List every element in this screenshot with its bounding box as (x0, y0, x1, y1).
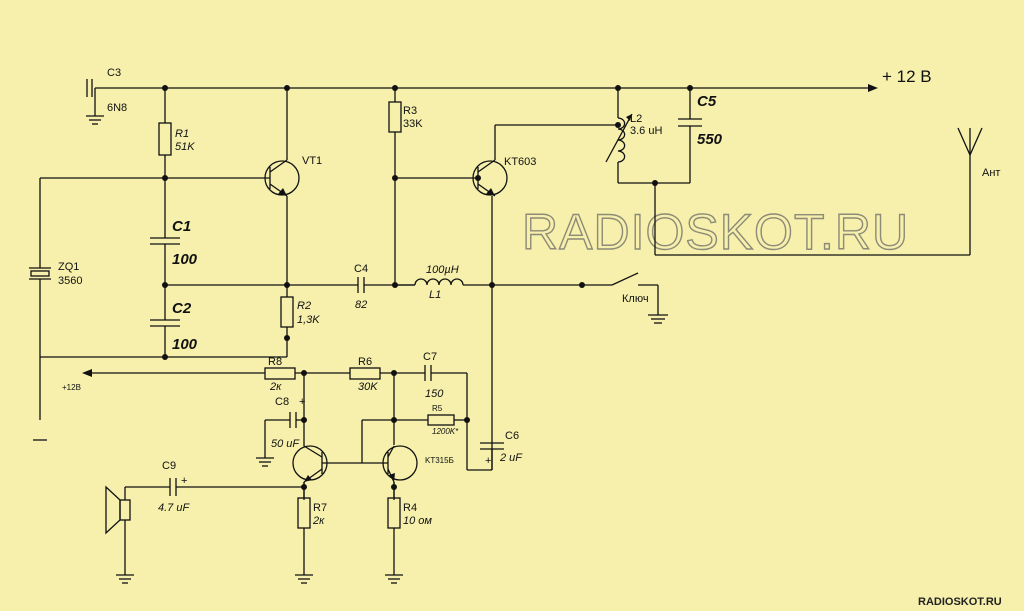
r6-value: 30K (358, 381, 378, 393)
l2-label: L2 (630, 113, 642, 125)
c3-value: 6N8 (107, 102, 127, 114)
kt603-label: KT603 (504, 156, 536, 168)
r8-label: R8 (268, 356, 282, 368)
r2-label: R2 (297, 300, 311, 312)
c1-label: C1 (172, 218, 191, 235)
resistor-r8 (264, 367, 350, 380)
supply-rail (95, 84, 878, 92)
supply-12b-line (82, 369, 265, 377)
zq1-value: 3560 (58, 275, 82, 287)
r1-value: 51K (175, 141, 195, 153)
r5-label: R5 (432, 404, 443, 413)
resistor-r3 (388, 88, 402, 285)
transistor-kt315 (362, 445, 418, 500)
capacitor-c3 (86, 79, 104, 125)
capacitor-c5 (678, 88, 702, 183)
transistor-modulator-left (292, 419, 394, 500)
c3-label: C3 (107, 67, 121, 79)
vt1-label: VT1 (302, 155, 322, 167)
r5-value: 1200K* (432, 427, 459, 436)
watermark: RADIOSKOT.RU (522, 204, 909, 260)
c8-value: 50 uF (271, 438, 300, 450)
r3-value: 33K (403, 118, 423, 130)
c8-label: C8 (275, 396, 289, 408)
c9-plus: + (181, 475, 187, 487)
kt315-label: KT315Б (425, 456, 454, 465)
resistor-r1 (158, 88, 172, 238)
zq1-label: ZQ1 (58, 261, 79, 273)
capacitor-c6 (467, 442, 504, 471)
capacitor-c9 (125, 478, 304, 496)
c6-value: 2 uF (499, 452, 523, 464)
c4-label: C4 (354, 263, 368, 275)
c5-value: 550 (697, 131, 723, 148)
capacitor-c8 (256, 373, 305, 467)
crystal-zq1 (29, 178, 287, 441)
c7-label: C7 (423, 351, 437, 363)
r8-value: 2к (269, 381, 282, 393)
antenna (654, 127, 983, 256)
supply-label: + 12 В (882, 67, 932, 86)
capacitor-c7 (424, 365, 468, 470)
c6-label: C6 (505, 430, 519, 442)
resistor-r2 (280, 285, 294, 357)
key-switch (611, 272, 668, 324)
c6-plus: + (485, 455, 491, 467)
r4-label: R4 (403, 502, 417, 514)
l1-label: L1 (429, 289, 441, 301)
microphone-icon (105, 485, 134, 584)
r2-value: 1,3K (297, 314, 320, 326)
capacitor-c2 (150, 319, 180, 357)
r4-value: 10 ом (403, 515, 432, 527)
transistor-vt1 (40, 88, 300, 285)
resistor-r6 (349, 367, 425, 380)
r1-label: R1 (175, 128, 189, 140)
c2-value: 100 (172, 336, 198, 353)
l1-value: 100µH (426, 264, 459, 276)
antenna-label: Ант (982, 167, 1000, 179)
resistor-r4 (385, 482, 403, 584)
c2-label: C2 (172, 300, 192, 317)
c9-value: 4.7 uF (158, 502, 190, 514)
transistor-kt603 (395, 124, 618, 470)
r7-value: 2к (312, 515, 325, 527)
resistor-r7 (295, 482, 313, 584)
c7-value: 150 (425, 388, 444, 400)
footer-text: RADIOSKOT.RU (918, 596, 1002, 608)
c8-plus: + (299, 396, 305, 408)
inductor-l1 (395, 278, 612, 286)
c1-value: 100 (172, 251, 198, 268)
c9-label: C9 (162, 460, 176, 472)
r7-label: R7 (313, 502, 327, 514)
r3-label: R3 (403, 105, 417, 117)
l2-value: 3.6 uH (630, 125, 662, 137)
supply-12b-label: +12В (62, 383, 81, 392)
c5-label: C5 (697, 93, 717, 110)
key-label: Ключ (622, 293, 649, 305)
r6-label: R6 (358, 356, 372, 368)
c4-value: 82 (355, 299, 367, 311)
